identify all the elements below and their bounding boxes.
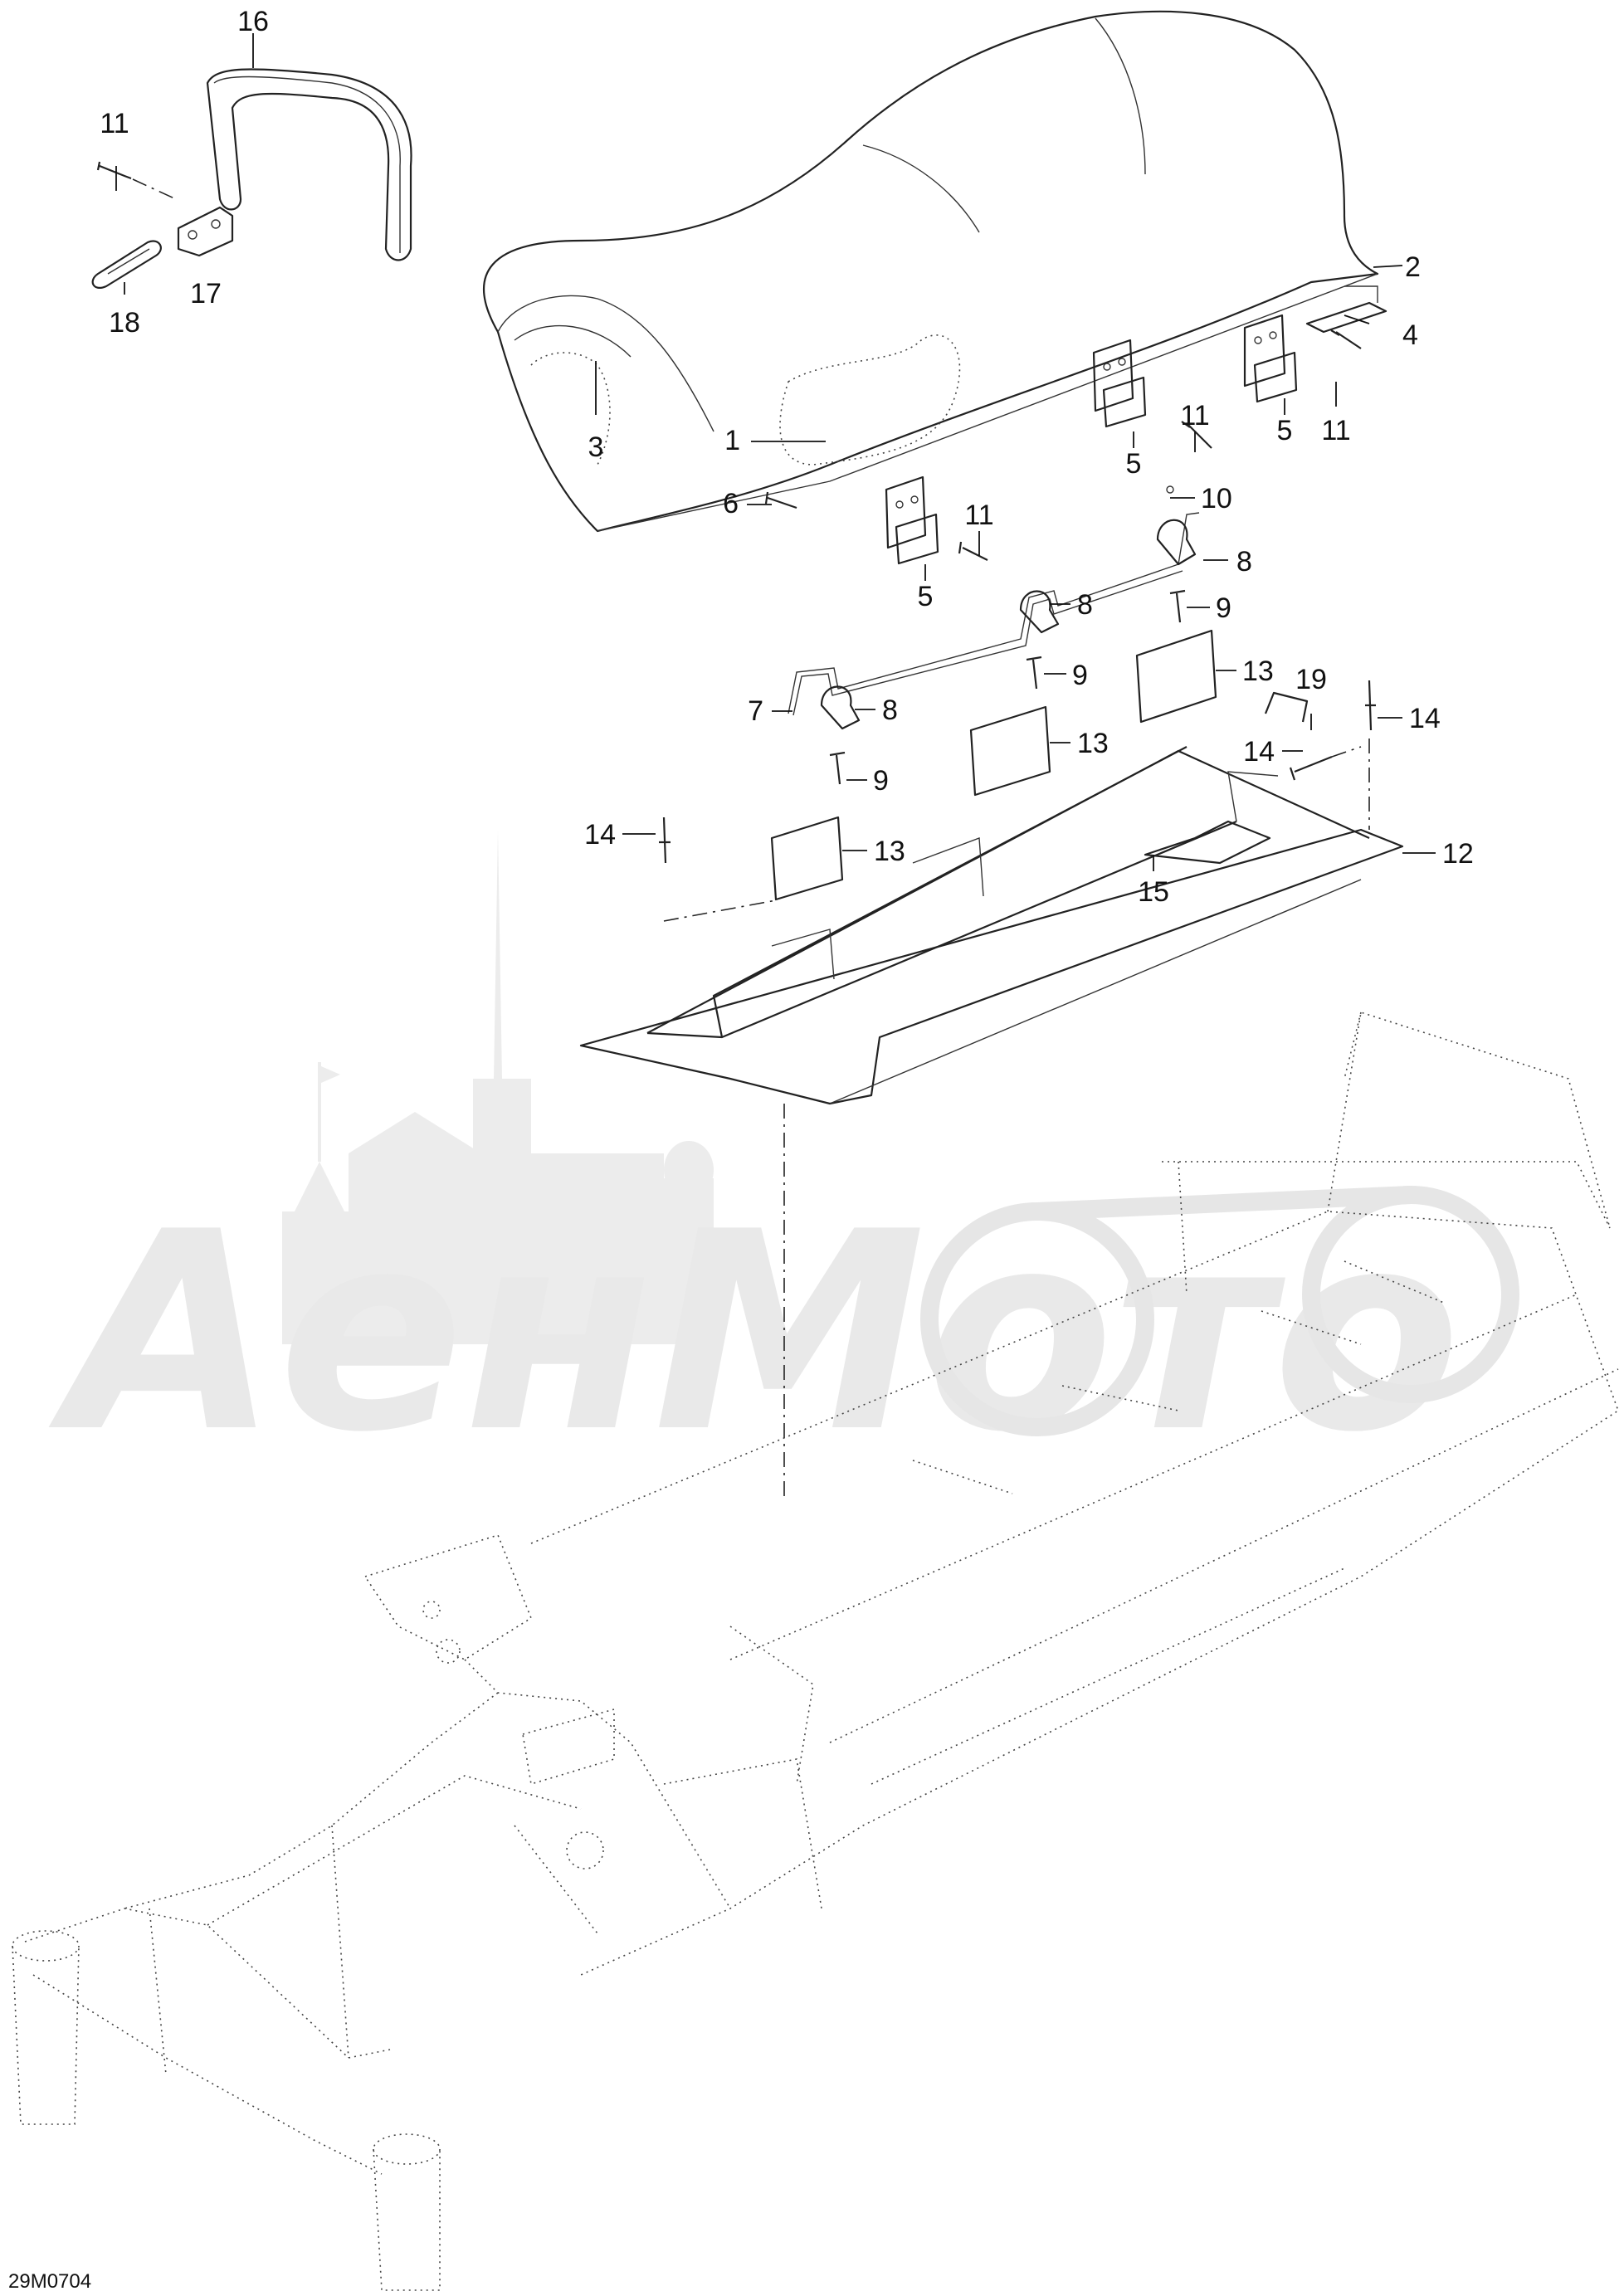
callout-17: 17 bbox=[190, 278, 222, 310]
callout-15: 15 bbox=[1138, 876, 1169, 908]
hinge-part bbox=[885, 475, 939, 565]
callout-5: 5 bbox=[1277, 415, 1293, 446]
callout-8: 8 bbox=[882, 695, 898, 726]
bracket-part bbox=[1144, 820, 1271, 865]
callout-19: 19 bbox=[1295, 664, 1327, 695]
callout-3: 3 bbox=[588, 431, 604, 463]
callout-11: 11 bbox=[1180, 400, 1209, 431]
hinge-part bbox=[1243, 314, 1298, 403]
hinge-part bbox=[1092, 339, 1147, 428]
screw-part bbox=[764, 329, 1362, 561]
pad-part bbox=[1305, 285, 1387, 334]
callout-14: 14 bbox=[1409, 703, 1441, 734]
panel-part bbox=[770, 629, 1217, 901]
watermark-skyline-icon bbox=[282, 830, 714, 1344]
screw-part bbox=[829, 589, 1186, 785]
callout-14: 14 bbox=[584, 819, 616, 851]
rivet-part bbox=[96, 161, 177, 200]
callout-9: 9 bbox=[873, 765, 889, 797]
callout-11: 11 bbox=[100, 108, 129, 139]
callout-7: 7 bbox=[748, 695, 763, 727]
callout-5: 5 bbox=[918, 581, 934, 612]
watermark: АенМото bbox=[45, 830, 1519, 1492]
callout-2: 2 bbox=[1405, 251, 1421, 283]
clip-part bbox=[820, 519, 1197, 730]
callout-4: 4 bbox=[1402, 319, 1418, 351]
seat-cover-patch bbox=[530, 352, 611, 466]
callout-13: 13 bbox=[1077, 728, 1109, 759]
guide-line bbox=[663, 739, 1370, 1502]
callout-14: 14 bbox=[1243, 736, 1275, 768]
tray-part bbox=[579, 746, 1404, 1105]
callout-8: 8 bbox=[1236, 546, 1252, 578]
callout-10: 10 bbox=[1201, 483, 1232, 514]
callout-9: 9 bbox=[1072, 660, 1088, 691]
strap-bracket-part bbox=[177, 206, 234, 257]
callout-6: 6 bbox=[723, 488, 739, 519]
seat-part bbox=[483, 10, 1379, 533]
callouts: 1 2 3 4 5 5 5 6 7 8 8 8 9 9 9 10 11 11 1… bbox=[100, 6, 1473, 908]
callout-18: 18 bbox=[109, 307, 140, 339]
callout-9: 9 bbox=[1216, 592, 1231, 624]
callout-1: 1 bbox=[724, 425, 740, 456]
rod-part bbox=[788, 512, 1200, 716]
callout-leaders bbox=[115, 33, 1436, 871]
callout-11: 11 bbox=[964, 500, 993, 531]
callout-13: 13 bbox=[1242, 656, 1274, 687]
callout-16: 16 bbox=[237, 6, 269, 37]
frame-part bbox=[12, 1011, 1619, 2291]
strap-part bbox=[206, 68, 412, 261]
wire-part bbox=[1264, 691, 1309, 723]
callout-12: 12 bbox=[1442, 838, 1474, 870]
strap-clip-part bbox=[91, 240, 162, 289]
diagram-code: 29M0704 bbox=[8, 2270, 91, 2293]
callout-11: 11 bbox=[1321, 415, 1350, 446]
watermark-text: АенМото bbox=[45, 1173, 1461, 1492]
callout-13: 13 bbox=[874, 836, 905, 867]
callout-8: 8 bbox=[1077, 589, 1093, 621]
callout-5: 5 bbox=[1126, 448, 1142, 480]
watermark-wheel-icon bbox=[920, 1186, 1519, 1436]
pin-part bbox=[659, 680, 1376, 864]
